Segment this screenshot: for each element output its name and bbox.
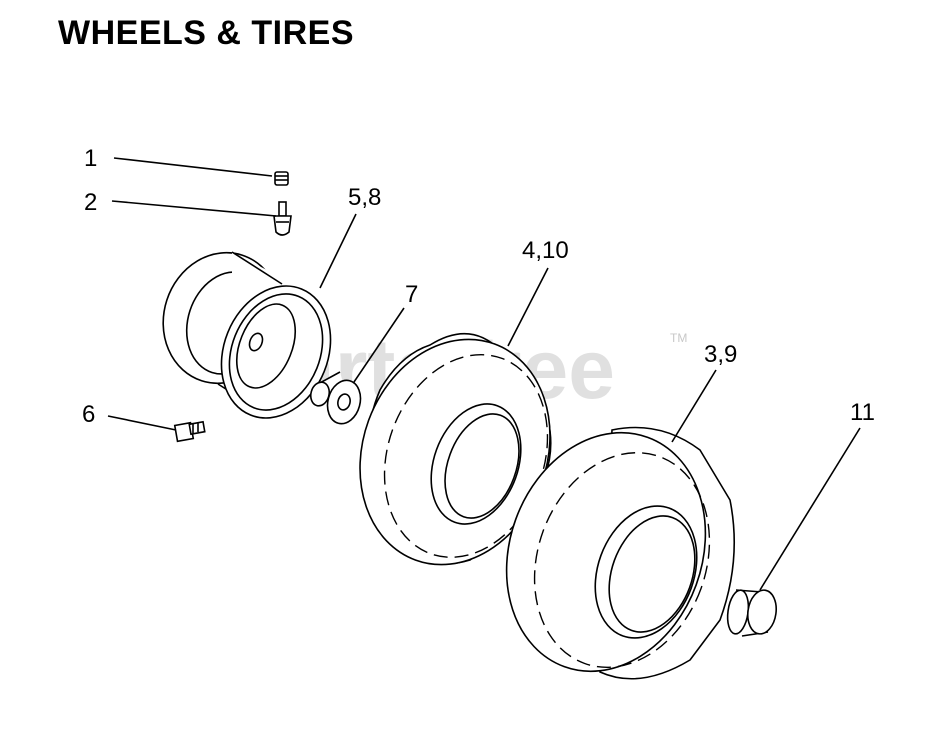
page-title: WHEELS & TIRES xyxy=(58,14,355,52)
part-7-bushing[interactable] xyxy=(308,371,365,427)
leader-line-3-9 xyxy=(671,369,717,443)
leader-line-5-8 xyxy=(319,213,357,289)
callout-4-10: 4,10 xyxy=(522,237,569,264)
part-3-9-tire[interactable] xyxy=(474,405,738,700)
callout-2: 2 xyxy=(84,189,97,216)
leader-line-1 xyxy=(113,157,273,177)
leader-line-11 xyxy=(759,427,861,591)
leader-line-6 xyxy=(107,415,177,431)
leader-line-2 xyxy=(111,200,277,217)
part-1-valve-cap[interactable] xyxy=(274,171,289,186)
callout-3-9: 3,9 xyxy=(704,341,737,368)
watermark-trademark: TM xyxy=(670,331,687,345)
callout-5-8: 5,8 xyxy=(348,184,381,211)
part-6-lug-bolt[interactable] xyxy=(173,420,206,443)
part-5-8-rim[interactable] xyxy=(146,237,349,434)
leader-line-7 xyxy=(353,307,405,383)
leader-line-4-10 xyxy=(507,267,549,347)
part-4-10-tire[interactable] xyxy=(329,312,581,591)
part-2-valve-stem[interactable] xyxy=(273,201,292,236)
callout-11: 11 xyxy=(850,399,875,426)
callout-7: 7 xyxy=(405,281,418,308)
callout-1: 1 xyxy=(84,145,97,172)
callout-6: 6 xyxy=(82,401,95,428)
part-11-hub-cap[interactable] xyxy=(725,588,779,637)
